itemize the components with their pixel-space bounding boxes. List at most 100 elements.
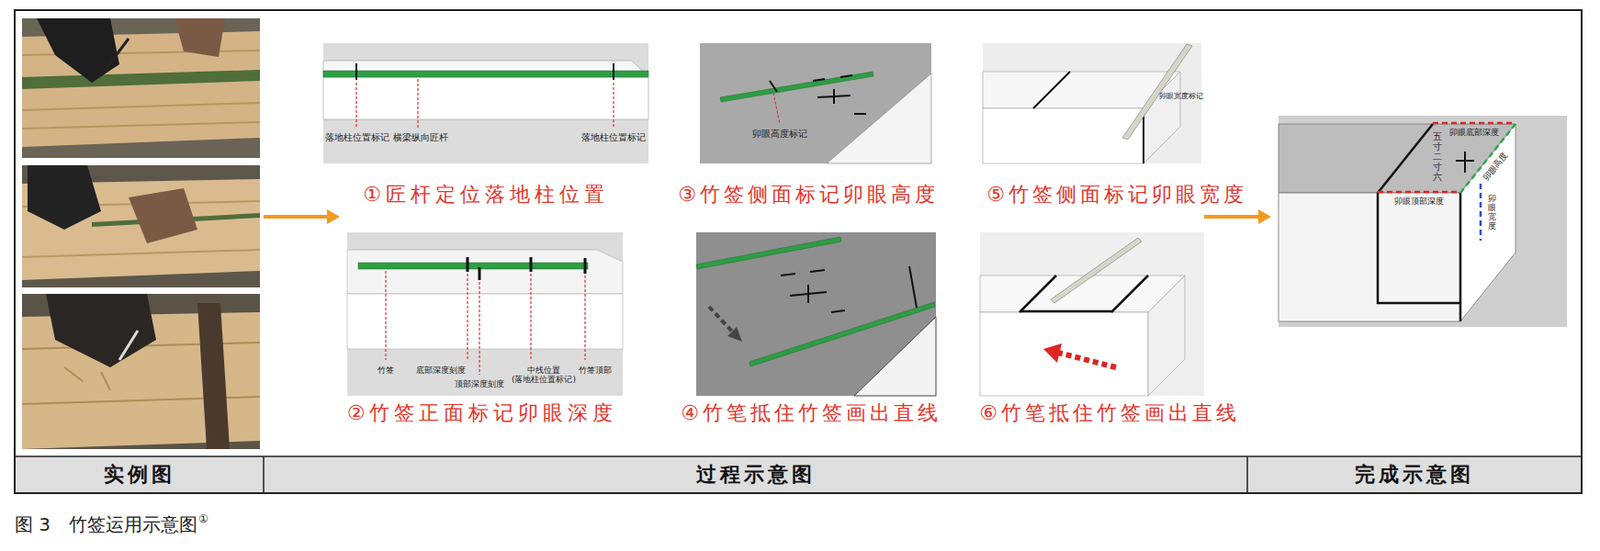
step-illustration-part [1033,71,1144,164]
step-illustration-part [347,293,623,350]
photo-part [22,293,260,450]
column-band: 完成示意图 [1247,10,1582,494]
frame-part [14,455,1582,458]
photo-part [45,293,157,368]
photo-part [27,165,102,230]
step-illustration-part [347,249,623,294]
part-label: 底部深度刻度 [416,365,466,375]
flow-arrow [1204,209,1272,225]
step-illustration-part [696,232,936,396]
step-illustration-part [1148,275,1185,396]
completed-illustration-part [1377,123,1461,322]
step-illustration-part [1043,343,1062,363]
vertical-label: 五寸二寸六 [1432,131,1443,182]
step-caption: ④竹笔抵住竹签画出直线 [680,399,942,428]
column-band: 过程示意图 ①匠杆定位落地柱位置 ②竹签正面标记卯眼深度 ③竹签侧面标记卯眼高度 ④竹笔… [263,10,1248,494]
step-illustration-part [696,232,936,396]
part-label: 横梁纵向匠杆 [393,133,449,144]
frame [14,10,1582,494]
part-label: 卯眼底部深度 [1449,127,1499,137]
footnote-mark: ① [198,512,209,526]
step-illustration [696,232,936,396]
step-illustration-part [980,232,1205,396]
step-illustration-part [467,257,586,281]
step-caption: ③竹签侧面标记卯眼高度 [677,180,939,209]
photo-part [22,165,260,288]
step-panel: ①匠杆定位落地柱位置 [323,43,649,211]
photo [22,165,260,288]
part-label: 落地柱位置标记 [581,133,646,144]
step-illustration-part [980,312,1149,396]
photo-part [36,18,120,83]
step-illustration-part [358,262,588,270]
step-illustration-part [769,75,867,114]
step-illustration-part [826,73,932,164]
step-illustration-part [323,60,649,78]
column-band: 实例图 [14,10,264,494]
frame-part [14,10,1582,494]
step-illustration-part [356,78,614,129]
step-illustration [347,232,623,396]
frame-part [1246,456,1249,494]
completed-illustration-part [1460,123,1516,322]
part-label: 卯眼高度 [1481,150,1510,182]
step-illustration-part [982,108,1144,164]
step-illustration-part [727,326,743,342]
step-panel: ④竹笔抵住竹签画出直线 [673,232,949,429]
part-label: 竹签 [377,365,395,375]
step-panel: ②竹签正面标记卯眼深度 [339,232,625,429]
step-illustration-part [749,302,936,367]
step-illustration [980,232,1205,396]
step-illustration-part [709,306,733,333]
step-illustration-part [323,70,649,78]
step-caption: ⑥竹笔抵住竹签画出直线 [979,399,1240,428]
column-heading: 完成示意图 [1354,456,1475,494]
vertical-label: 卯眼宽度 [1487,194,1497,232]
step-illustration-part [323,77,649,120]
part-label: 卯眼宽度标记 [1159,91,1204,101]
step-illustration-part [699,43,932,164]
photo [22,293,260,450]
step-illustration-part [1058,352,1116,368]
completed-illustration-part [1278,115,1567,327]
photo-part [174,18,226,57]
step-illustration-part [982,43,1202,164]
part-label: 卯眼顶部深度 [1394,196,1444,206]
step-panel: ⑥竹笔抵住竹签画出直线 [973,232,1246,429]
photo-part [128,188,198,244]
flow-arrow-part [326,209,340,225]
completed-illustration-part [1377,191,1461,194]
part-label: 竹签顶部 [578,365,612,375]
figure-caption: 图 3 竹签运用示意图 [14,512,198,537]
completed-illustration-part [1479,183,1483,241]
step-illustration-part [696,236,842,270]
step-panel: ③竹签侧面标记卯眼高度 [670,43,947,211]
step-illustration-part [780,266,917,313]
photo-part [101,38,129,76]
step-illustration [699,43,932,164]
column-heading: 实例图 [103,456,176,494]
step-panel: ⑤竹签侧面标记卯眼宽度 [979,43,1255,211]
photo-part [22,18,260,158]
caption-row: 图 3 竹签运用示意图① [14,512,209,537]
step-illustration-part [1050,237,1142,304]
photo-part [22,69,260,90]
flow-arrow [263,209,340,225]
completed-illustration-part [1432,122,1516,125]
step-illustration-part [347,232,623,396]
step-illustration-part [323,43,649,164]
step-caption: ⑤竹签侧面标记卯眼宽度 [986,180,1248,209]
photo [22,18,260,158]
flow-arrow-part [1204,214,1261,219]
part-label: 顶部深度刻度 [454,379,505,389]
column-heading: 过程示意图 [696,456,816,494]
step-caption: ②竹签正面标记卯眼深度 [347,399,619,428]
step-illustration-part [773,92,780,124]
step-illustration-part [699,43,932,164]
frame-part [262,456,265,494]
photo-part [119,330,138,361]
step-illustration-part [356,63,614,80]
completed-illustration [1278,115,1567,327]
